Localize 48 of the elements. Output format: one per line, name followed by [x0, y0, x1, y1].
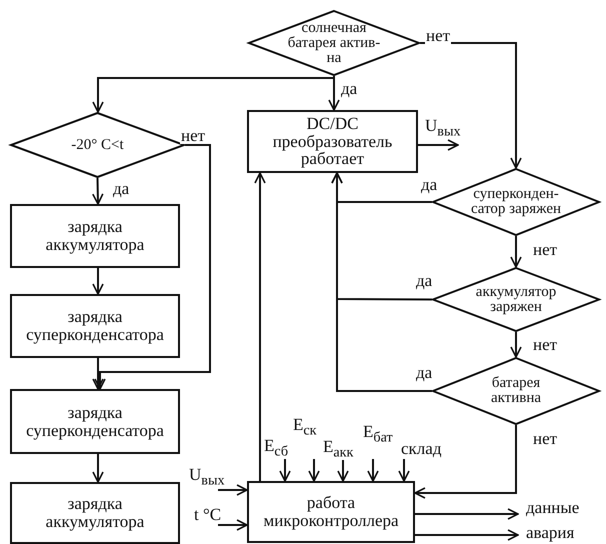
condition-text: суперконден- сатор заряжен — [470, 187, 562, 217]
condition-text: -20° C<t — [70, 138, 125, 152]
arrow — [510, 236, 522, 268]
arrow — [328, 76, 340, 111]
arrow — [415, 529, 519, 541]
decision-diamond — [432, 357, 600, 425]
arrow — [92, 178, 104, 205]
arrow — [367, 459, 379, 482]
edge-label: E$_{бат}$ — [362, 423, 394, 445]
process-text: зарядка суперконденсатора — [25, 404, 165, 440]
process-text: DC/DC преобразователь работает — [272, 114, 394, 168]
arrow — [94, 144, 211, 390]
arrow — [254, 172, 266, 481]
condition-text: аккумулятор заряжен — [474, 284, 558, 314]
arrow — [92, 454, 104, 483]
process-box — [10, 389, 180, 454]
process-text: зарядка аккумулятора — [44, 495, 146, 531]
edge-label: E$_{сб}$ — [263, 437, 290, 459]
process-box — [10, 482, 180, 544]
process-box — [10, 204, 180, 268]
arrow — [331, 172, 432, 392]
decision-diamond — [248, 10, 420, 76]
process-box — [247, 481, 415, 543]
arrow — [92, 358, 104, 390]
arrow — [279, 459, 291, 482]
arrow — [398, 459, 410, 482]
condition-text: солнечная батарея актив- на — [286, 20, 382, 66]
process-box — [10, 294, 180, 358]
arrow — [418, 139, 459, 151]
decision-diamond — [432, 267, 600, 332]
arrow — [510, 332, 522, 358]
condition-text: батарея активна — [490, 376, 542, 406]
arrow — [218, 519, 248, 531]
process-text: зарядка суперконденсатора — [25, 308, 165, 344]
arrow — [415, 508, 519, 520]
process-box — [247, 110, 418, 173]
arrow — [414, 425, 517, 499]
edge-label: E$_{акк}$ — [322, 438, 354, 460]
arrow — [92, 76, 335, 113]
arrow — [92, 268, 104, 295]
process-text: работа микроконтроллера — [262, 494, 400, 530]
arrow — [218, 484, 248, 496]
process-text: зарядка аккумулятора — [44, 218, 146, 254]
edge-label: E$_{ск}$ — [292, 416, 318, 438]
edge-label: t °C — [193, 506, 222, 523]
arrow — [420, 42, 522, 169]
arrow — [337, 459, 349, 482]
arrow — [308, 459, 320, 482]
